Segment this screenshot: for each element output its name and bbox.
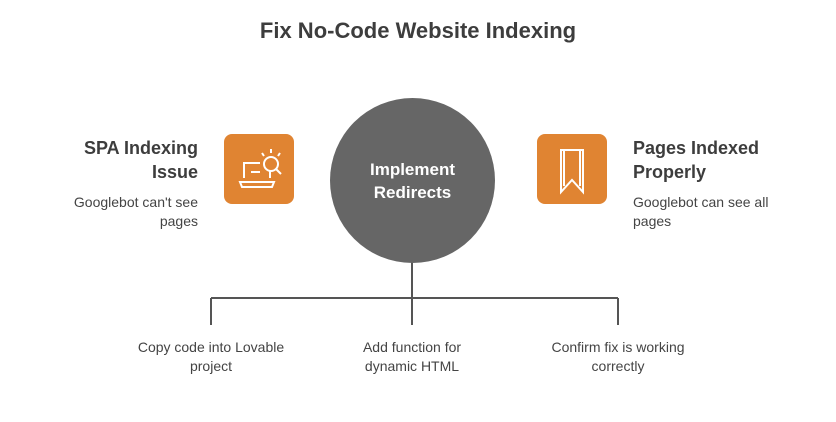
left-heading: SPA Indexing Issue xyxy=(83,138,198,182)
diagram-title: Fix No-Code Website Indexing xyxy=(259,18,577,43)
center-circle: Implement Redirects xyxy=(330,98,495,263)
bookmark-icon xyxy=(537,134,607,204)
laptop-search-icon xyxy=(224,134,294,204)
right-heading: Pages Indexed Properly xyxy=(633,138,760,182)
center-label: Implement Redirects xyxy=(369,159,456,202)
step-2: Add function for dynamic HTML xyxy=(362,339,462,374)
right-description: Googlebot can see all pages xyxy=(633,194,769,229)
step-1: Copy code into Lovable project xyxy=(137,339,285,374)
step-3: Confirm fix is working correctly xyxy=(551,339,685,374)
left-description: Googlebot can't see pages xyxy=(73,194,198,229)
